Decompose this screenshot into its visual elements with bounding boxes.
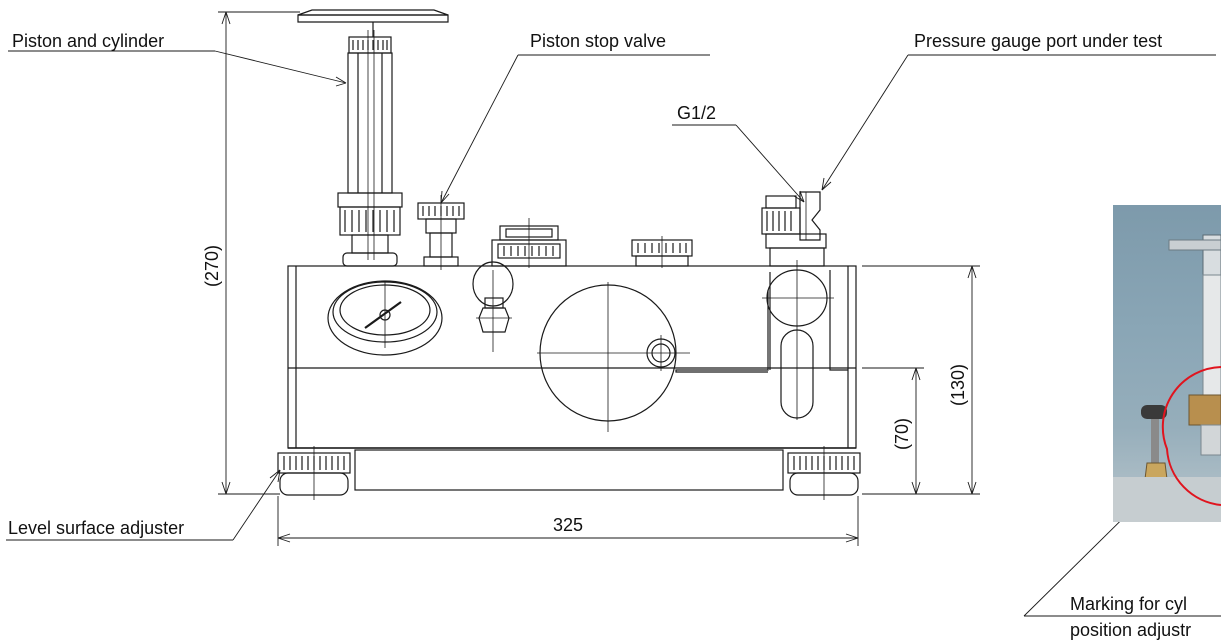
release-lever: [675, 260, 848, 420]
intensifier-knob: [472, 261, 514, 352]
label-piston-stop-valve: Piston stop valve: [530, 31, 667, 51]
top-fitting-right: [631, 236, 693, 268]
large-handwheel: [537, 282, 690, 432]
dimension-width: 325: [553, 515, 584, 535]
dimension-lines: [218, 11, 980, 546]
label-piston-and-cylinder: Piston and cylinder: [12, 31, 165, 51]
top-fitting-center: [491, 218, 567, 268]
label-thread-size: G1/2: [677, 103, 717, 123]
dimension-body-height: (130): [948, 363, 968, 406]
small-gauge: [327, 280, 443, 356]
pump-body: [287, 265, 857, 449]
label-pressure-gauge-port: Pressure gauge port under test: [914, 31, 1163, 51]
level-foot-right: [787, 446, 861, 500]
leader-lines: [6, 50, 1221, 617]
label-level-surface-adjuster: Level surface adjuster: [8, 518, 185, 538]
dimension-base-height: (70): [892, 417, 912, 450]
marking-highlight-circle: [1161, 366, 1221, 506]
gauge-port-fitting: [761, 191, 827, 267]
label-marking-line1: Marking for cyl: [1070, 594, 1188, 614]
level-foot-left: [277, 446, 351, 500]
base-plate: [354, 449, 784, 491]
product-photo: [1113, 205, 1221, 522]
label-marking-line2: position adjustr: [1070, 620, 1192, 640]
piston-stop-valve: [417, 195, 465, 270]
piston-cylinder: [297, 9, 449, 267]
dimension-total-height: (270): [202, 244, 222, 287]
